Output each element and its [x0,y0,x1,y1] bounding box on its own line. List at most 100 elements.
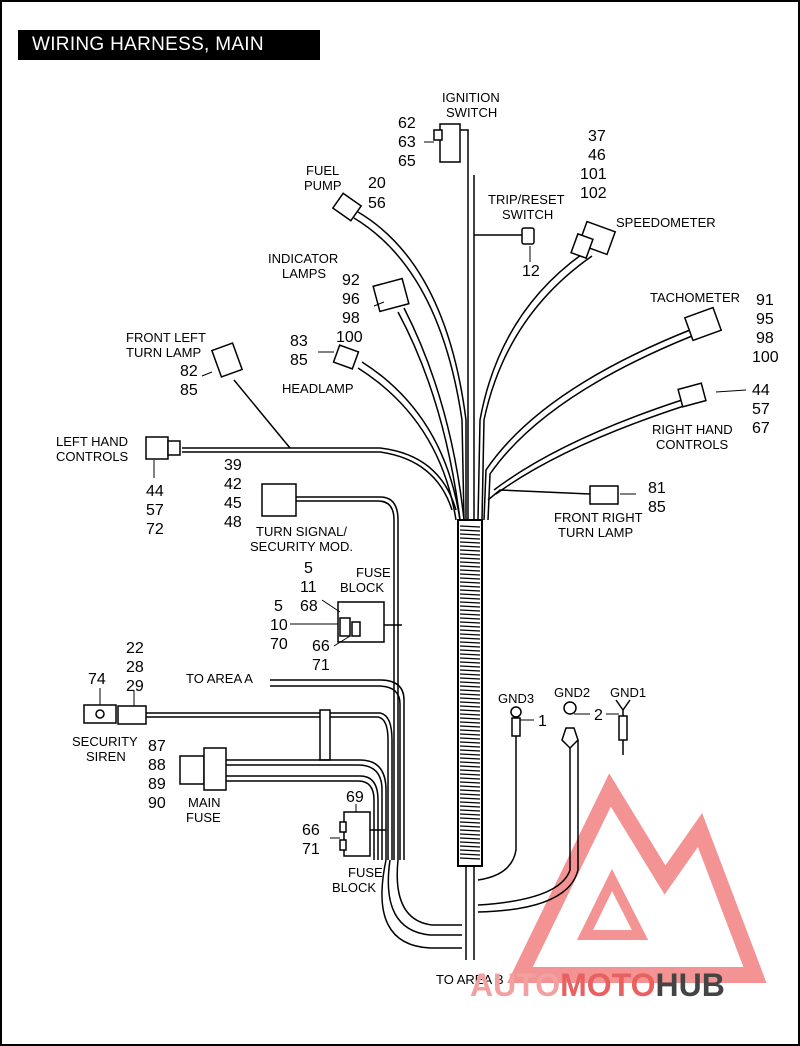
left-hand-controls-connector [145,436,181,460]
headlamp-connector [332,344,360,370]
indicator-part-3: 98 [342,310,360,327]
main-fuse-label-1: MAIN [188,795,221,810]
to-area-b-label: TO AREA B [436,972,504,987]
front-left-turn-lamp-connector [210,342,244,378]
right-hand-part-2: 57 [752,401,770,418]
gnd1-label: GND1 [610,685,646,700]
indicator-lamps-label-2: LAMPS [282,266,326,281]
right-hand-controls-connector [677,382,707,408]
fuse-upper-label-2: BLOCK [340,580,384,595]
siren-part-b1: 22 [126,640,144,657]
turn-signal-part-1: 39 [224,457,242,474]
front-right-label-2: TURN LAMP [558,525,633,540]
turn-signal-label-1: TURN SIGNAL/ [256,524,347,539]
front-right-part-1: 81 [648,480,666,497]
indicator-lamps-connector [372,277,410,313]
tachometer-connector [683,306,723,342]
front-right-label-1: FRONT RIGHT [554,510,643,525]
trip-reset-part: 12 [522,263,540,280]
fuse-upper-part-a1: 5 [304,560,313,577]
front-left-part-1: 82 [180,363,198,380]
ignition-switch-label-2: SWITCH [446,105,497,120]
turn-signal-module-connector [261,483,297,517]
fuse-upper-part-b1: 5 [274,598,283,615]
watermark-logo [507,773,767,983]
front-left-label-2: TURN LAMP [126,345,201,360]
ignition-part-2: 63 [398,134,416,151]
fuse-upper-label-1: FUSE [356,565,391,580]
ground-part-2: 2 [594,707,603,724]
left-hand-label-1: LEFT HAND [56,434,128,449]
fuse-upper-part-b2: 10 [270,617,288,634]
main-fuse-label-2: FUSE [186,810,221,825]
fuse-lower-label-2: BLOCK [332,880,376,895]
siren-part-a1: 74 [88,671,106,688]
security-siren [83,704,147,725]
fuel-pump-label-2: PUMP [304,178,342,193]
headlamp-part-1: 83 [290,333,308,350]
front-left-label-1: FRONT LEFT [126,330,206,345]
indicator-part-1: 92 [342,272,360,289]
siren-label-1: SECURITY [72,734,138,749]
turn-signal-part-2: 42 [224,476,242,493]
fuel-pump-part-2: 56 [368,195,386,212]
fuse-upper-part-a3: 68 [300,598,318,615]
diagram-title: WIRING HARNESS, MAIN [32,34,264,55]
siren-label-2: SIREN [86,749,126,764]
fuse-upper-part-a2: 11 [300,579,317,596]
ground-part-1: 1 [538,713,547,730]
title-bar: WIRING HARNESS, MAIN [18,30,320,60]
tachometer-part-1: 91 [756,292,774,309]
trip-reset-label-2: SWITCH [502,207,553,222]
left-hand-part-2: 57 [146,502,164,519]
main-fuse-part-4: 90 [148,795,166,812]
main-fuse-part-1: 87 [148,738,166,755]
to-area-a-label: TO AREA A [186,671,253,686]
gnd2-label: GND2 [554,685,590,700]
speedometer-label: SPEEDOMETER [616,215,716,230]
speedometer-connector [570,220,617,260]
fuse-lower-label-1: FUSE [348,865,383,880]
gnd3-label: GND3 [498,691,534,706]
front-right-part-2: 85 [648,499,666,516]
fuse-lower-part-b2: 71 [302,841,320,858]
main-fuse-part-2: 88 [148,757,166,774]
harness-conduit [457,519,483,867]
left-hand-part-3: 72 [146,521,164,538]
watermark-part-1: AUTO [470,967,560,1003]
ignition-switch-label-1: IGNITION [442,90,500,105]
fuse-upper-part-c2: 71 [312,657,330,674]
front-left-part-2: 85 [180,382,198,399]
siren-part-b3: 29 [126,678,144,695]
main-fuse-part-3: 89 [148,776,166,793]
ignition-part-3: 65 [398,153,416,170]
fuse-upper-part-b3: 70 [270,636,288,653]
fuse-block-lower [339,811,371,857]
fuse-lower-part-a1: 69 [346,789,364,806]
tachometer-label: TACHOMETER [650,290,740,305]
ground-terminals [510,699,631,750]
front-right-turn-lamp-connector [589,485,619,505]
siren-part-b2: 28 [126,659,144,676]
right-hand-part-1: 44 [752,382,770,399]
tachometer-part-3: 98 [756,330,774,347]
tachometer-part-2: 95 [756,311,774,328]
turn-signal-label-2: SECURITY MOD. [250,539,353,554]
right-hand-label-2: CONTROLS [656,437,729,452]
fuse-block-upper [337,601,385,643]
watermark-text: AUTOMOTOHUB [470,967,725,1003]
indicator-lamps-label-1: INDICATOR [268,251,338,266]
indicator-part-4: 100 [336,329,363,346]
left-hand-part-1: 44 [146,483,164,500]
speedometer-part-2: 46 [588,147,606,164]
ignition-switch-connector [433,123,461,163]
turn-signal-part-4: 48 [224,514,242,531]
fuel-pump-label-1: FUEL [306,163,339,178]
headlamp-label: HEADLAMP [282,381,354,396]
turn-signal-part-3: 45 [224,495,242,512]
left-hand-label-2: CONTROLS [56,449,129,464]
watermark-part-3: HUB [655,967,724,1003]
trip-reset-switch-connector [521,227,535,245]
